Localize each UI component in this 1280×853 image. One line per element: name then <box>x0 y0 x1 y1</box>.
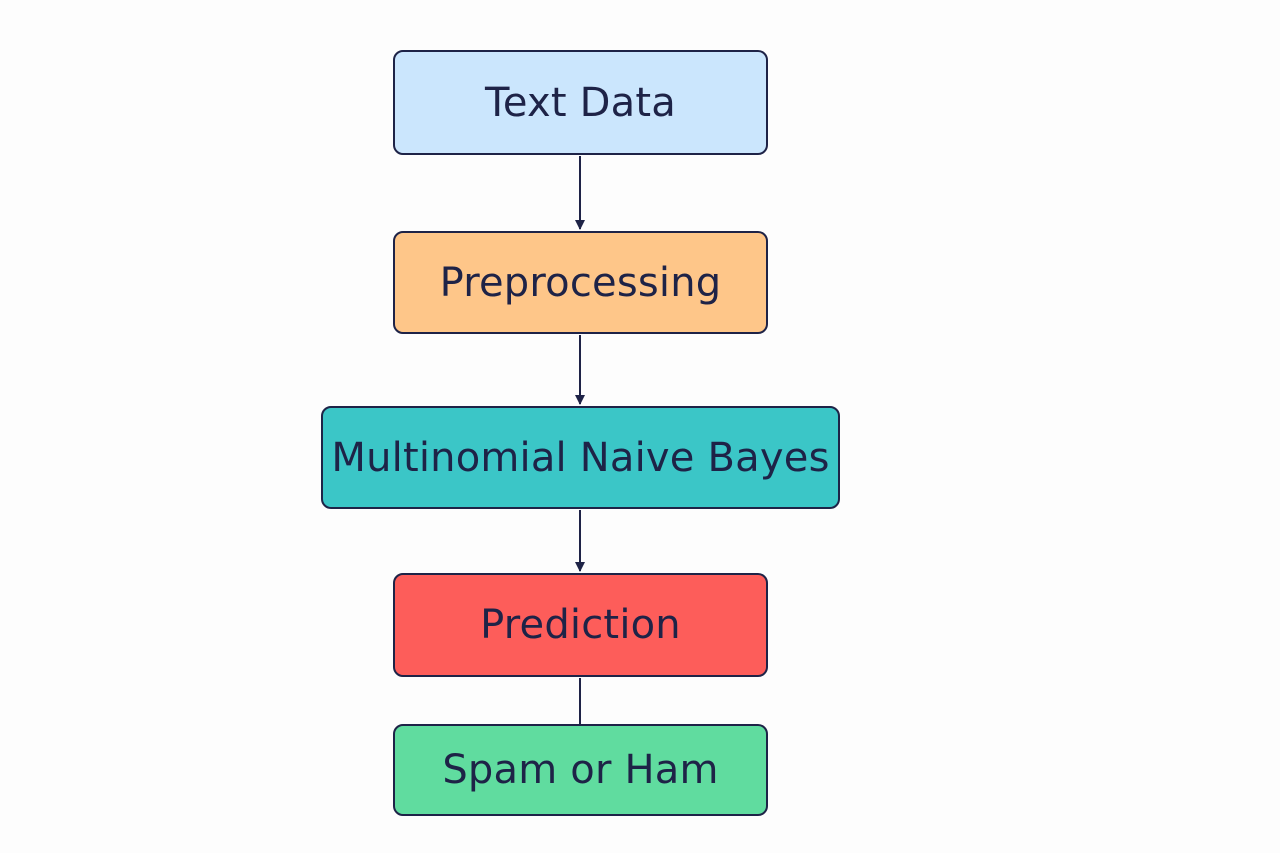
node-prediction: Prediction <box>393 573 768 677</box>
node-text-data-label: Text Data <box>485 79 676 126</box>
node-multinomial-naive-bayes: Multinomial Naive Bayes <box>321 406 840 509</box>
node-prediction-label: Prediction <box>480 602 681 648</box>
node-preprocessing: Preprocessing <box>393 231 768 334</box>
node-preprocessing-label: Preprocessing <box>439 259 722 306</box>
node-multinomial-naive-bayes-label: Multinomial Naive Bayes <box>331 434 830 481</box>
node-spam-or-ham-label: Spam or Ham <box>442 747 719 793</box>
node-text-data: Text Data <box>393 50 768 155</box>
node-spam-or-ham: Spam or Ham <box>393 724 768 816</box>
